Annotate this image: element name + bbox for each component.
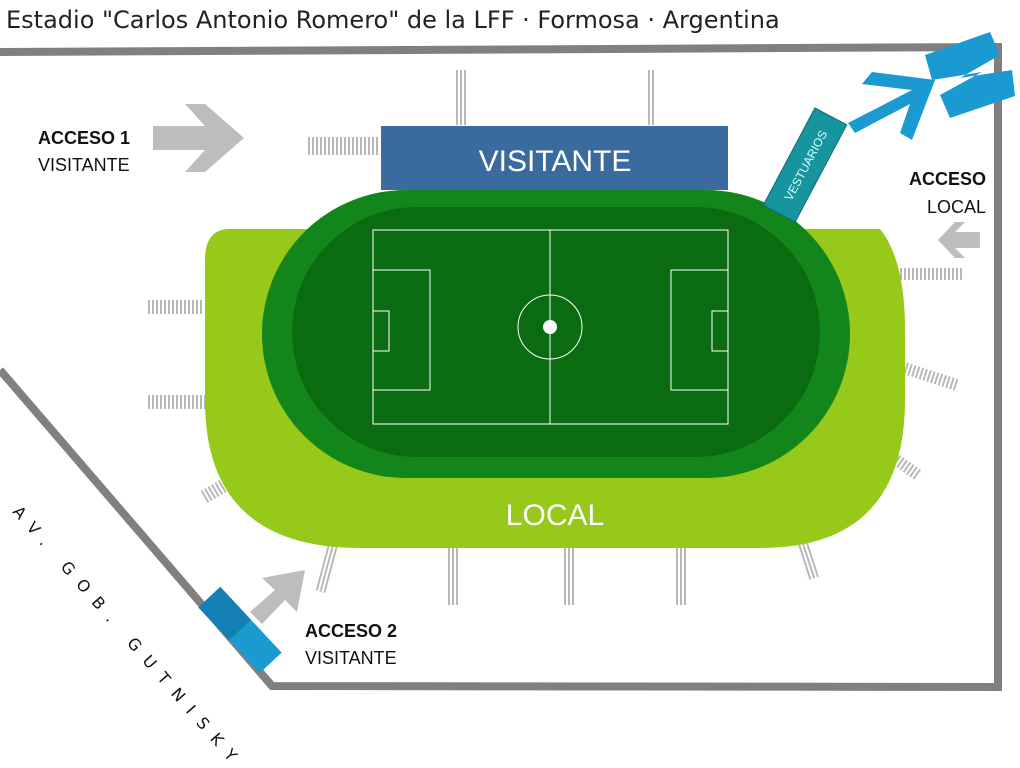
acceso-2-title: ACCESO 2 <box>305 621 397 641</box>
visitante-label: VISITANTE <box>479 145 632 178</box>
acceso-local-side: LOCAL <box>927 197 986 217</box>
acceso-2-arrow-icon <box>250 570 305 624</box>
stand-hatches <box>146 70 962 605</box>
acceso-1-title: ACCESO 1 <box>38 128 130 148</box>
acceso-local-title: ACCESO <box>909 169 986 189</box>
page-title: Estadio "Carlos Antonio Romero" de la LF… <box>6 6 780 34</box>
north-arrow-icon <box>848 32 1015 140</box>
center-spot <box>543 320 557 334</box>
acceso-2-gate <box>198 586 282 674</box>
pitch <box>372 229 729 425</box>
local-label: LOCAL <box>506 499 604 532</box>
vestuarios-block: VESTUARIOS <box>762 107 848 223</box>
acceso-2-side: VISITANTE <box>305 648 397 668</box>
street-name: AV. GOB. GUTNISKY <box>9 502 248 768</box>
track-inner <box>292 207 820 457</box>
perimeter-wall <box>0 42 1002 692</box>
acceso-1-side: VISITANTE <box>38 155 130 175</box>
acceso-1-arrow-icon <box>153 104 244 172</box>
acceso-local-arrow-icon <box>938 222 980 258</box>
visitante-stand <box>381 126 728 190</box>
